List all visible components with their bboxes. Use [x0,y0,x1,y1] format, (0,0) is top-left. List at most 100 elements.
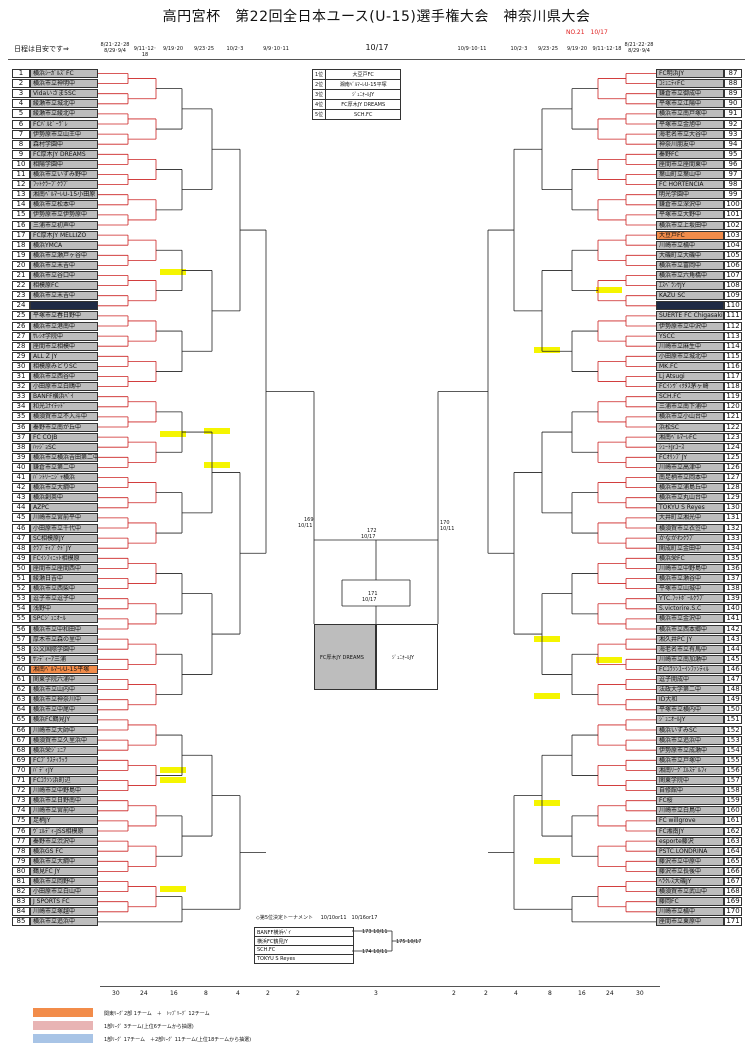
team-number: 135 [724,553,742,563]
team-number: 149 [724,695,742,705]
team-name: 川崎市立橘中 [656,907,724,917]
team-number: 32 [12,382,30,392]
highlight-marker [160,886,186,892]
team-number: 26 [12,321,30,331]
team-name: 秦野市立南が丘中 [30,422,98,432]
team-number: 76 [12,826,30,836]
team-name: YTC.ﾌｯﾄﾎﾞｰﾙｸﾗﾌﾞ [656,594,724,604]
team-number: 151 [724,715,742,725]
team-number: 3 [12,89,30,99]
team-name: 横浜市立山内中 [30,685,98,695]
fifth-place-table: BANFF横浜ﾍﾞｲ 横浜FC鶴見JY SCH.FC TOKYU S Reyes [254,927,354,964]
team-number: 164 [724,846,742,856]
team-number: 167 [724,877,742,886]
match-number: 171 [368,591,378,597]
round-count: 8 [548,990,552,997]
team-name: 平塚市立大野中 [656,210,724,220]
team-name: 川崎市立高津中 [656,462,724,472]
team-number: 154 [724,745,742,755]
final-left-team: FC厚木JY DREAMS [320,655,364,661]
legend-swatch [33,1021,93,1030]
team-name: 小田原市立白鴎中 [30,382,98,392]
team-number: 63 [12,695,30,705]
team-name: 横浜市立岡野中 [30,877,98,886]
schedule-date: 9/23･25 [537,46,559,52]
legend-swatch [33,1008,93,1017]
team-name: FC厚木JY MELLIZO [30,230,98,240]
team-number: 30 [12,361,30,371]
team-name: ｳﾞｪﾙﾃﾞｨ-JSS相模原 [30,826,98,836]
team-number: 155 [724,755,742,765]
rank-label: 2位 [311,79,327,90]
team-name: 横浜GS FC [30,846,98,856]
team-name: FC COJB [30,432,98,442]
team-name: 浅野中 [30,604,98,614]
team-number: 117 [724,372,742,381]
team-number: 108 [724,281,742,291]
team-number: 163 [724,836,742,846]
team-name: 平塚市立春日野中 [30,311,98,321]
team-number: 140 [724,604,742,614]
team-number: 51 [12,574,30,583]
team-name: SPCｼﾞｭﾆｵｰﾙ [30,614,98,624]
rank-label: 4位 [311,99,327,110]
team-number: 2 [12,79,30,89]
team-number: 171 [724,917,742,927]
fifth-place-title: ◇第5位決定トーナメント [256,915,314,921]
team-number: 94 [724,139,742,149]
team-number: 81 [12,877,30,886]
team-name: FC桜 [656,796,724,806]
page-title: 高円宮杯 第22回全日本ユース(U-15)選手権大会 神奈川県大会 [162,9,591,25]
team-number: 18 [12,240,30,250]
team-number: 87 [724,69,742,78]
team-name: 関東学院六浦中 [30,675,98,684]
team-name: 川崎市立塚越中 [30,907,98,917]
highlight-marker [534,800,560,806]
team-name: 湘南ﾍﾞﾙﾏｰﾚU-15小田原 [30,190,98,200]
team-number: 169 [724,897,742,907]
team-number: 68 [12,745,30,755]
team-number: 21 [12,271,30,280]
team-number: 120 [724,402,742,412]
team-number: 42 [12,483,30,493]
rank-team: SCH.FC [325,109,402,120]
schedule-date: 9/11･12･18 [133,46,157,58]
final-box-right [376,624,438,690]
team-name: 秦野FC [656,149,724,159]
team-name: 横浜いずみSC [656,725,724,735]
team-number: 128 [724,483,742,493]
team-number: 130 [724,503,742,513]
team-name: 横浜栄FC [656,553,724,563]
team-number: 53 [12,594,30,604]
team-number: 9 [12,149,30,159]
team-number: 48 [12,543,30,553]
team-name: 横浜市立いずみ野中 [30,170,98,179]
highlight-marker [160,269,186,275]
team-name: FCｲﾝｳﾞｨｸﾀｽ茅ヶ崎 [656,382,724,392]
team-name: SCH.FC [656,392,724,402]
team-number: 61 [12,675,30,684]
team-number: 82 [12,887,30,897]
team-name: 横浜市立中和田中 [30,624,98,634]
team-name: 関東学院中 [656,776,724,785]
team-name: 座間市立座間東中 [656,159,724,169]
highlight-marker [534,347,560,353]
team-number: 6 [12,119,30,129]
team-name: 横浜市立末吉中 [30,291,98,301]
team-number: 83 [12,897,30,907]
team-name: ﾊﾟﾝﾄﾘｰﾆｼﾞｬ横浜 [30,473,98,482]
team-number: 159 [724,796,742,806]
team-number: 44 [12,503,30,513]
legend-swatch [33,1034,93,1043]
team-number: 75 [12,816,30,826]
team-number: 129 [724,493,742,503]
team-number: 137 [724,574,742,583]
team-name: 湘南ﾘｰｸﾞｴﾙｽﾃﾞﾙﾌｨ [656,765,724,775]
team-name: 伊勢原市立成瀬中 [656,745,724,755]
team-name: 神奈川朋友中 [656,139,724,149]
team-number: 40 [12,462,30,472]
team-number: 92 [724,119,742,129]
team-name: S.victorire.S.C [656,604,724,614]
team-name: 平塚市立山城中 [656,584,724,594]
team-name: 横浜市立大綱中 [30,856,98,866]
